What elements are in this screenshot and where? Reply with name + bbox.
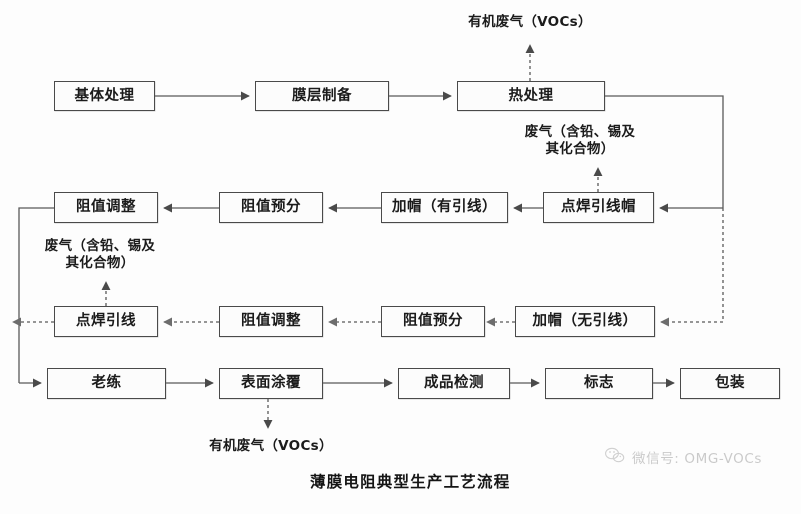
node-surface-coat[interactable]: 表面涂覆 <box>219 368 323 399</box>
node-weld-lead[interactable]: 点焊引线 <box>54 306 158 337</box>
node-heat-treat[interactable]: 热处理 <box>457 81 605 111</box>
watermark: 微信号: OMG-VOCs <box>604 446 762 468</box>
label-flue-weld: 废气（含铅、锡及 其化合物） <box>44 238 156 271</box>
label-flue-heat: 废气（含铅、锡及 其化合物） <box>524 124 636 157</box>
watermark-text: 微信号: OMG-VOCs <box>632 451 763 467</box>
node-final-inspect[interactable]: 成品检测 <box>398 368 510 399</box>
node-marking[interactable]: 标志 <box>545 368 653 399</box>
node-res-adjust-1[interactable]: 阻值调整 <box>54 192 158 223</box>
node-res-presort-1[interactable]: 阻值预分 <box>219 192 323 223</box>
node-film-prep[interactable]: 膜层制备 <box>255 81 389 111</box>
wire-adjust1-left-bus <box>18 207 54 383</box>
node-aging[interactable]: 老练 <box>47 368 166 399</box>
node-packaging[interactable]: 包装 <box>680 368 780 399</box>
node-res-adjust-2[interactable]: 阻值调整 <box>219 306 323 337</box>
label-voc-top: 有机废气（VOCs） <box>468 14 592 30</box>
node-cap-leadless[interactable]: 加帽（无引线） <box>515 306 655 337</box>
label-voc-bottom: 有机废气（VOCs） <box>209 438 333 454</box>
node-res-presort-2[interactable]: 阻值预分 <box>381 306 485 337</box>
node-cap-leaded[interactable]: 加帽（有引线） <box>381 192 508 223</box>
node-substrate[interactable]: 基体处理 <box>54 81 155 111</box>
figure-caption: 薄膜电阻典型生产工艺流程 <box>310 473 511 491</box>
node-weld-lead-cap[interactable]: 点焊引线帽 <box>543 192 654 223</box>
wechat-logo-icon <box>604 446 626 468</box>
